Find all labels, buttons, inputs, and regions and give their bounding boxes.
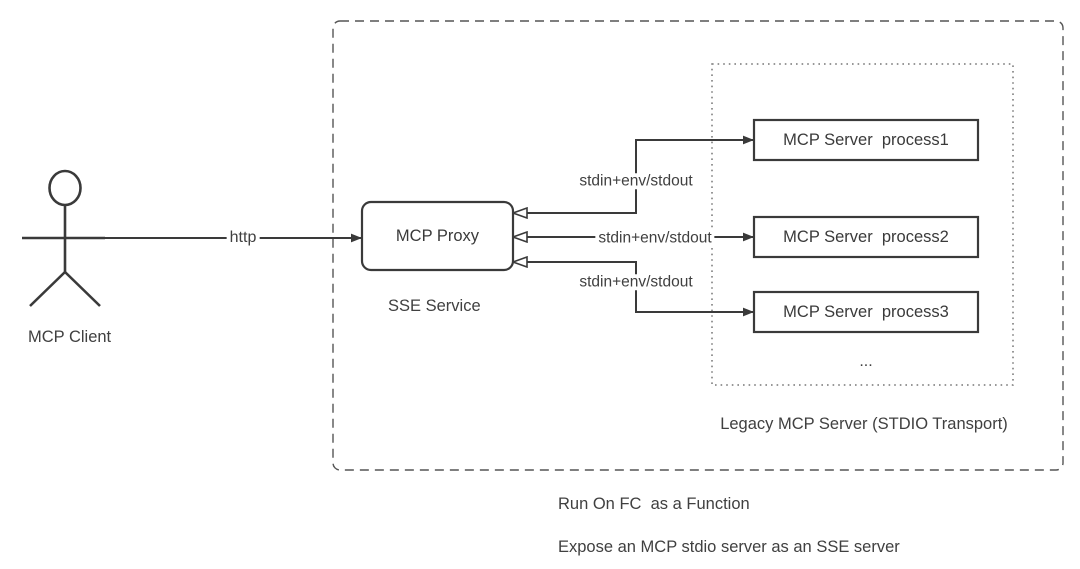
mcp-server-process2-box <box>752 215 980 259</box>
stdio-label-bottom: stdin+env/stdout <box>576 274 696 290</box>
sse-exposure-caption: Expose an MCP stdio server as an SSE ser… <box>558 538 900 556</box>
mcp-proxy-label: MCP Proxy <box>395 226 480 245</box>
mcp-server-process1-label: MCP Server process1 <box>783 130 949 149</box>
sse-service-caption: SSE Service <box>388 297 481 315</box>
fc-function-boundary <box>332 20 1064 471</box>
fc-function-caption: Run On FC as a Function <box>558 495 750 513</box>
mcp-client-label: MCP Client <box>28 328 112 346</box>
server-list-ellipsis: ... <box>859 353 873 370</box>
mcp-server-process3-box <box>752 290 980 334</box>
stdio-label-top: stdin+env/stdout <box>576 173 696 189</box>
stdio-label-middle: stdin+env/stdout <box>595 230 715 246</box>
mcp-server-process2-label: MCP Server process2 <box>783 227 949 246</box>
mcp-client-actor-icon <box>22 169 105 307</box>
mcp-server-process3-label: MCP Server process3 <box>783 302 949 321</box>
mcp-server-process1-box <box>752 118 980 162</box>
legacy-server-group-caption: Legacy MCP Server (STDIO Transport) <box>720 414 1008 433</box>
http-label: http <box>226 230 260 246</box>
